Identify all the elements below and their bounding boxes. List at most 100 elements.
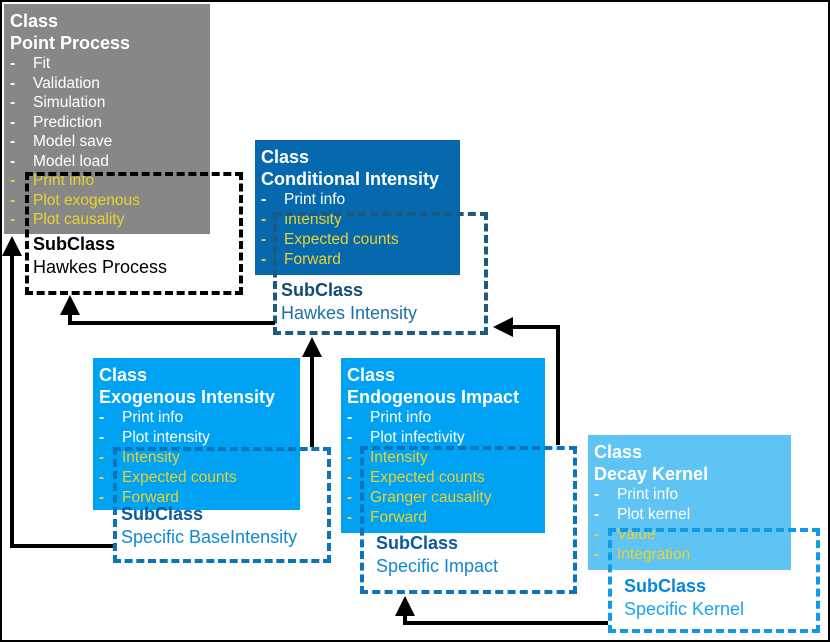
method-label: Intensity	[122, 449, 180, 466]
class-name-label: Point Process	[10, 33, 131, 53]
dash-bullet-icon: -	[99, 429, 105, 446]
dash-bullet-icon: -	[347, 409, 353, 426]
dash-bullet-icon: -	[347, 429, 353, 446]
subclass-name-label: Specific Kernel	[624, 599, 745, 619]
dash-bullet-icon: -	[261, 211, 267, 228]
class-name-label: Decay Kernel	[594, 464, 709, 484]
method-label: Print info	[370, 409, 432, 426]
class-kind-label: Class	[594, 442, 643, 462]
method-label: Integration	[617, 546, 691, 563]
method-item: -Print info	[347, 408, 539, 428]
subclass-kind-label: SubClass	[121, 504, 204, 524]
subclass-box-specific-kernel: SubClass Specific Kernel	[608, 528, 820, 633]
method-label: Validation	[33, 74, 100, 92]
dash-bullet-icon: -	[10, 152, 16, 170]
method-label: Plot kernel	[617, 506, 691, 523]
method-label: Forward	[122, 489, 179, 506]
subclass-kind-label: SubClass	[281, 280, 364, 300]
subclass-name-label: Specific Impact	[376, 556, 499, 576]
method-item: -Validation	[10, 74, 204, 94]
method-item-highlighted: -Forward	[347, 508, 539, 528]
method-item: -Fit	[10, 54, 204, 74]
dash-bullet-icon: -	[594, 546, 600, 563]
method-item-highlighted: -Intensity	[347, 448, 539, 468]
method-item-highlighted: -Expected counts	[261, 230, 454, 250]
method-label: Granger causality	[370, 489, 492, 506]
dash-bullet-icon: -	[261, 191, 267, 208]
subclass-name-label: Hawkes Process	[33, 257, 168, 277]
method-label: Plot infectivity	[370, 429, 465, 446]
class-kind-label: Class	[347, 365, 396, 385]
method-item: -Prediction	[10, 113, 204, 133]
dash-bullet-icon: -	[347, 469, 353, 486]
method-label: Expected counts	[284, 231, 399, 248]
dash-bullet-icon: -	[10, 133, 16, 150]
dash-bullet-icon: -	[261, 251, 267, 268]
method-label: Model load	[33, 152, 109, 170]
method-label: Intensity	[370, 449, 428, 466]
dash-bullet-icon: -	[10, 113, 16, 131]
method-label: Simulation	[33, 94, 106, 111]
class-kind-label: Class	[10, 11, 59, 31]
dash-bullet-icon: -	[347, 509, 353, 526]
method-item: -Print info	[594, 485, 785, 505]
class-box-conditional-intensity: Class Conditional Intensity -Print info …	[255, 140, 460, 275]
dash-bullet-icon: -	[261, 231, 267, 248]
method-label: Model save	[33, 133, 113, 150]
method-item: -Model load	[10, 152, 204, 172]
subclass-name-label: Hawkes Intensity	[281, 303, 418, 323]
dash-bullet-icon: -	[99, 409, 105, 426]
method-item: -Plot infectivity	[347, 428, 539, 448]
class-kind-label: Class	[261, 147, 310, 167]
class-name-label: Endogenous Impact	[347, 387, 520, 407]
subclass-name-label: Specific BaseIntensity	[121, 527, 298, 547]
dash-bullet-icon: -	[10, 191, 16, 209]
method-item-highlighted: -Forward	[261, 250, 454, 270]
method-label: Plot exogenous	[33, 191, 140, 209]
subclass-box-specific-impact: SubClass Specific Impact	[360, 446, 577, 594]
method-label: Print info	[122, 409, 184, 426]
class-kind-label: Class	[99, 365, 148, 385]
dash-bullet-icon: -	[594, 486, 600, 503]
dash-bullet-icon: -	[10, 94, 16, 111]
dash-bullet-icon: -	[347, 449, 353, 466]
method-item-highlighted: -Integration	[594, 545, 785, 565]
method-label: Prediction	[33, 113, 102, 131]
method-label: Print info	[284, 191, 346, 208]
method-item-highlighted: -Expected counts	[347, 468, 539, 488]
method-label: Fit	[33, 55, 51, 72]
method-label: Plot causality	[33, 211, 125, 228]
method-item: -Plot intensity	[99, 428, 294, 448]
arrow-hawkesintensity-to-hawkesprocess	[60, 295, 275, 325]
method-label: Print info	[617, 486, 679, 503]
class-name-label: Conditional Intensity	[261, 169, 439, 189]
dash-bullet-icon: -	[347, 489, 353, 506]
dash-bullet-icon: -	[10, 211, 16, 228]
method-item-highlighted: -Plot exogenous	[10, 191, 204, 211]
method-item-highlighted: -Plot causality	[10, 210, 204, 230]
method-item: -Plot kernel	[594, 505, 785, 525]
subclass-box-specific-baseintensity: SubClass Specific BaseIntensity	[113, 447, 331, 563]
dash-bullet-icon: -	[594, 506, 600, 523]
method-item: -Print info	[99, 408, 294, 428]
method-item-highlighted: -Print info	[10, 171, 204, 191]
method-label: Plot intensity	[122, 429, 210, 446]
dash-bullet-icon: -	[594, 526, 600, 543]
dash-bullet-icon: -	[10, 172, 16, 189]
dash-bullet-icon: -	[10, 74, 16, 92]
method-item: -Simulation	[10, 93, 204, 113]
method-item-highlighted: -Granger causality	[347, 488, 539, 508]
subclass-box-hawkes-intensity: SubClass Hawkes Intensity	[273, 212, 488, 335]
subclass-box-hawkes-process: SubClass Hawkes Process	[25, 172, 243, 295]
method-item: -Model save	[10, 132, 204, 152]
class-box-exogenous-intensity: Class Exogenous Intensity -Print info -P…	[93, 358, 300, 510]
method-label: Expected counts	[370, 469, 485, 486]
method-label: Expected counts	[122, 469, 237, 486]
method-label: Forward	[370, 509, 427, 526]
method-label: Forward	[284, 251, 341, 268]
subclass-kind-label: SubClass	[33, 234, 116, 254]
class-box-point-process: Class Point Process -Fit -Validation -Si…	[4, 4, 210, 234]
class-box-decay-kernel: Class Decay Kernel -Print info -Plot ker…	[588, 435, 791, 570]
class-name-label: Exogenous Intensity	[99, 387, 276, 407]
